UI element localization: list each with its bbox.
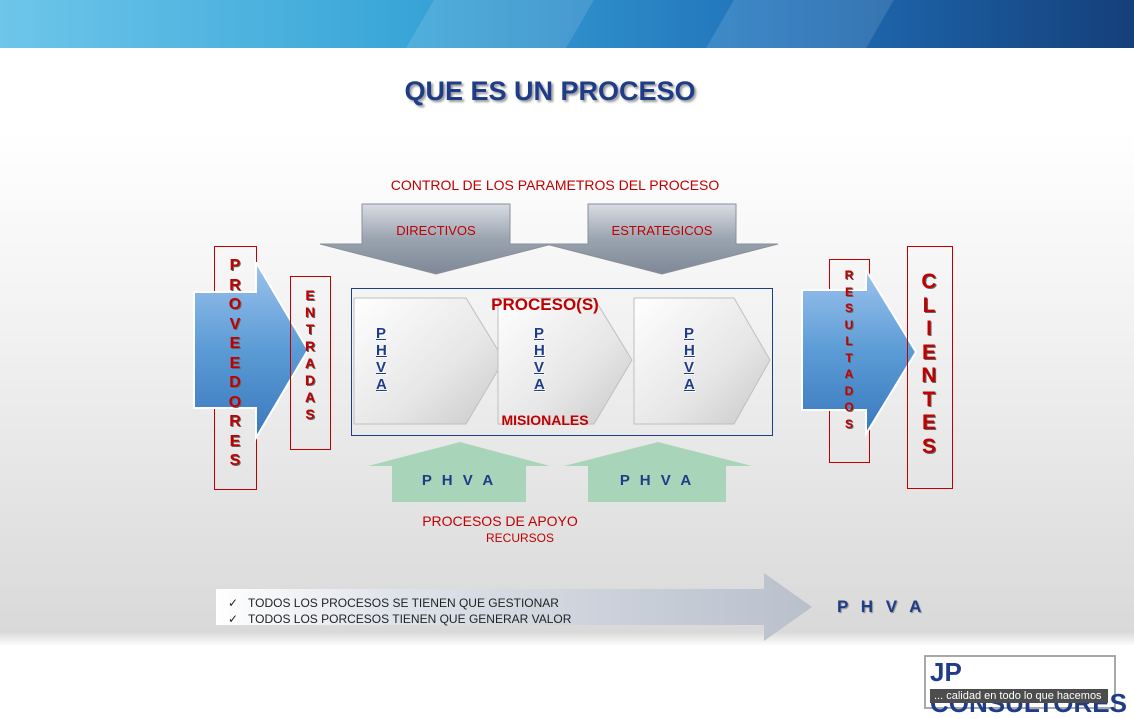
arrow-estrategicos	[545, 203, 779, 275]
letter: H	[534, 342, 545, 359]
bullet-item: TODOS LOS PROCESOS SE TIENEN QUE GESTION…	[228, 595, 571, 611]
letter: T	[305, 321, 315, 337]
support-phva-1: P H V A	[421, 472, 497, 489]
header-banner	[0, 0, 1134, 48]
control-label: CONTROL DE LOS PARAMETROS DEL PROCESO	[390, 177, 720, 193]
proceso-title: PROCESO(S)	[491, 295, 599, 314]
letter: O	[228, 393, 242, 411]
page-title: QUE ES UN PROCESO	[404, 76, 696, 106]
letter: O	[228, 296, 242, 313]
letter: R	[844, 268, 854, 282]
proceso-box	[351, 288, 773, 436]
letter: A	[304, 355, 316, 371]
apoyo-label: PROCESOS DE APOYO	[422, 513, 578, 529]
support-arrows	[368, 442, 752, 502]
bottom-phva: P H V A	[837, 597, 926, 616]
directivos-label: DIRECTIVOS	[396, 223, 476, 238]
bullet-list: TODOS LOS PROCESOS SE TIENEN QUE GESTION…	[228, 595, 571, 627]
support-phva-2: P H V A	[619, 472, 695, 489]
arrow-directivos	[320, 203, 553, 275]
letter: P	[684, 325, 695, 342]
letter: T	[845, 350, 853, 365]
letter: D	[229, 374, 241, 391]
clientes-label: C L I E N T E S	[918, 270, 940, 458]
letter: E	[921, 411, 936, 434]
letter: E	[229, 335, 241, 352]
letter: A	[376, 376, 387, 393]
clientes-box	[907, 246, 953, 489]
top-arrows	[320, 203, 779, 275]
banner-streak	[706, 0, 894, 48]
resultados-label: R E S U L T A D O S	[838, 267, 860, 432]
letter: H	[684, 342, 695, 359]
misionales-label: MISIONALES	[501, 412, 589, 428]
letter: P	[229, 257, 241, 274]
letter: D	[304, 372, 316, 388]
letter: P	[534, 325, 545, 342]
letter: V	[534, 359, 545, 376]
letter: V	[684, 359, 695, 376]
letter: R	[229, 413, 241, 430]
letter: O	[844, 400, 854, 414]
phva-3: P H V A	[684, 325, 695, 393]
phva-1: P H V A	[376, 325, 387, 393]
letter: L	[922, 293, 936, 317]
letter: S	[844, 301, 853, 315]
banner-streak	[406, 0, 594, 48]
letter: R	[304, 338, 316, 354]
letter: H	[376, 342, 387, 359]
letter: T	[922, 387, 936, 411]
letter: E	[844, 284, 853, 299]
letter: P	[376, 325, 387, 342]
entradas-box	[290, 276, 331, 450]
letter: D	[844, 383, 854, 398]
letter: S	[921, 434, 936, 458]
recursos-label: RECURSOS	[485, 531, 554, 545]
letter: S	[305, 406, 315, 422]
letter: A	[534, 376, 545, 393]
letter: A	[684, 376, 695, 393]
company-logo: JP CONSULTORES ... calidad en todo lo qu…	[924, 655, 1127, 718]
letter: I	[926, 317, 932, 340]
phva-2: P H V A	[534, 325, 545, 393]
entradas-label: E N T R A D A S	[299, 287, 321, 423]
letter: E	[921, 340, 936, 364]
estrategicos-label: ESTRATEGICOS	[611, 223, 713, 238]
letter: R	[229, 276, 241, 294]
letter: E	[229, 432, 241, 450]
proveedores-label: P R O V E E D O R E S	[224, 256, 246, 471]
letter: N	[921, 364, 937, 387]
letter: S	[844, 416, 853, 431]
letter: N	[304, 304, 316, 320]
letter: E	[305, 287, 315, 303]
letter: V	[229, 315, 241, 333]
bullet-item: TODOS LOS PORCESOS TIENEN QUE GENERAR VA…	[228, 611, 571, 627]
letter: L	[845, 334, 853, 348]
letter: V	[376, 359, 387, 376]
letter: A	[304, 389, 316, 405]
letter: A	[844, 367, 854, 381]
phva-chevrons	[353, 297, 771, 425]
letter: U	[844, 317, 854, 332]
letter: S	[229, 452, 241, 469]
letter: E	[229, 354, 241, 372]
logo-title: JP CONSULTORES	[930, 657, 1127, 718]
proveedores-arrow	[193, 262, 310, 442]
logo-subtitle: ... calidad en todo lo que hacemos	[930, 689, 1108, 703]
letter: C	[921, 270, 937, 293]
resultados-arrow	[801, 270, 918, 438]
